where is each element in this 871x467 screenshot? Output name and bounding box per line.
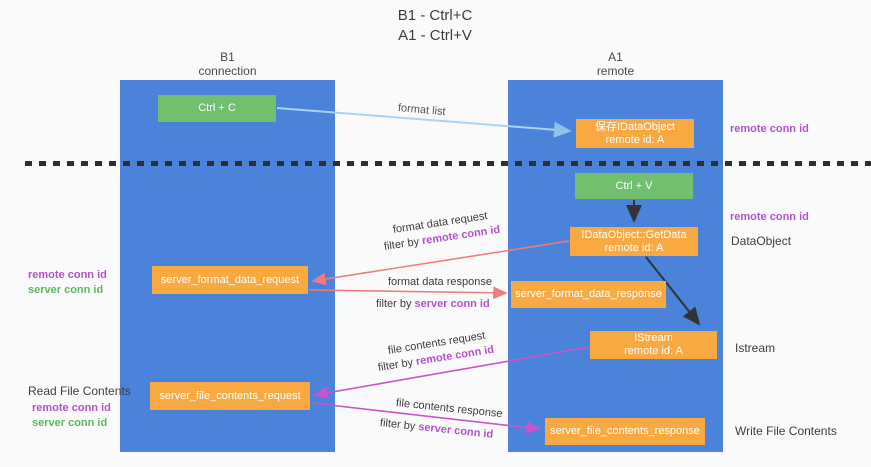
lifeline-header-b1: B1 connection: [120, 50, 335, 78]
save-idataobject-box: 保存IDataObject remote id: A: [576, 119, 694, 148]
server-format-data-request-box: server_format_data_request: [152, 266, 308, 294]
server-file-contents-request-box: server_file_contents_request: [150, 382, 310, 410]
lifeline-b1-name: B1: [220, 50, 235, 64]
left-read-file-contents-label: Read File Contents: [28, 384, 131, 398]
right-write-file-contents-label: Write File Contents: [735, 424, 837, 438]
getdata-line2: remote id: A: [604, 241, 664, 254]
left-server-conn-id-2: server conn id: [32, 417, 108, 429]
server-file-contents-response-label: server_file_contents_response: [550, 425, 700, 437]
save-idataobject-line1: 保存IDataObject: [594, 120, 676, 133]
file-contents-response-filter-label: filter by server conn id: [379, 417, 493, 441]
diagram-title: B1 - Ctrl+C A1 - Ctrl+V: [300, 6, 570, 46]
format-data-response-arrow: [308, 286, 508, 300]
left-server-conn-id-1: server conn id: [28, 284, 104, 296]
title-line-2: A1 - Ctrl+V: [398, 27, 472, 44]
server-format-data-response-box: server_format_data_response: [511, 281, 666, 308]
getdata-line1: IDataObject::GetData: [581, 228, 687, 241]
server-conn-id-value: server conn id: [417, 421, 494, 441]
filter-by-prefix: filter by: [376, 298, 415, 310]
ctrl-v-label: Ctrl + V: [615, 179, 653, 192]
right-istream-label: Istream: [735, 341, 776, 355]
ctrl-c-label: Ctrl + C: [198, 102, 236, 114]
right-remote-conn-id-1: remote conn id: [730, 123, 809, 135]
lifeline-a1-name: A1: [608, 50, 623, 64]
left-remote-conn-id-1: remote conn id: [28, 269, 107, 281]
title-line-1: B1 - Ctrl+C: [397, 7, 473, 24]
lifeline-b1-subtitle: connection: [198, 64, 257, 78]
lifeline-a1-subtitle: remote: [596, 64, 635, 78]
lifeline-header-a1: A1 remote: [508, 50, 723, 78]
file-contents-response-label: file contents response: [395, 397, 504, 421]
filter-by-prefix: filter by: [379, 417, 419, 433]
right-remote-conn-id-2: remote conn id: [730, 211, 809, 223]
filter-by-prefix: filter by: [377, 356, 417, 374]
ctrl-v-box: Ctrl + V: [575, 173, 693, 199]
istream-box: IStream remote id: A: [590, 331, 717, 359]
server-file-contents-response-box: server_file_contents_response: [545, 418, 705, 445]
format-data-response-filter-label: filter by server conn id: [376, 298, 490, 310]
format-list-label: format list: [397, 102, 447, 119]
left-remote-conn-id-2: remote conn id: [32, 402, 111, 414]
istream-line1: IStream: [634, 332, 673, 344]
ctrl-c-box: Ctrl + C: [158, 95, 276, 122]
right-dataobject-label: DataObject: [731, 234, 792, 248]
server-format-data-response-label: server_format_data_response: [515, 288, 662, 300]
server-file-contents-request-label: server_file_contents_request: [159, 389, 301, 402]
filter-by-prefix: filter by: [383, 235, 423, 253]
istream-line2: remote id: A: [624, 345, 683, 357]
server-conn-id-value: server conn id: [414, 298, 490, 310]
phase-separator-dashed-line: [25, 161, 871, 166]
server-format-data-request-label: server_format_data_request: [160, 273, 300, 286]
idataobject-getdata-box: IDataObject::GetData remote id: A: [570, 227, 698, 256]
format-data-response-label: format data response: [388, 276, 492, 288]
save-idataobject-line2: remote id: A: [605, 133, 665, 146]
